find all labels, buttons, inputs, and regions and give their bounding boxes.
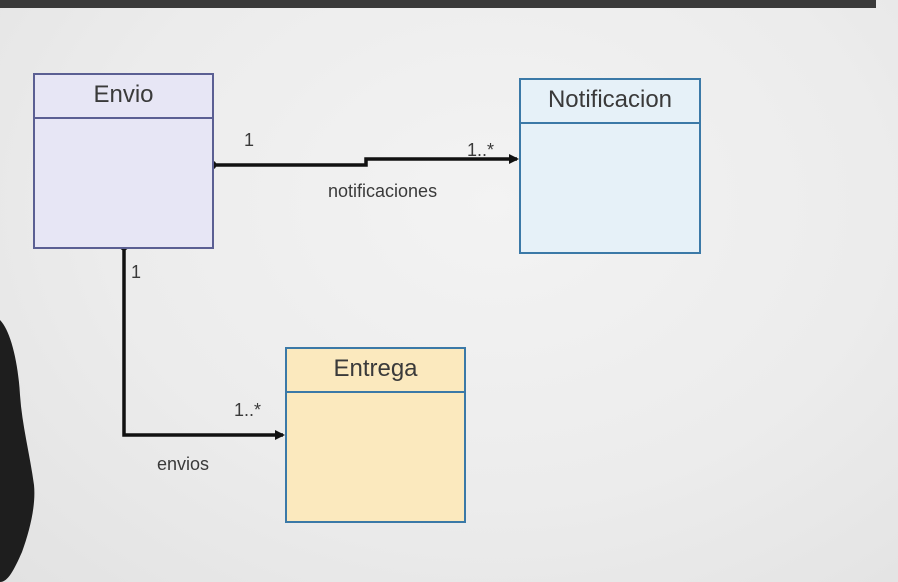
class-notificacion-name: Notificacion [521,80,699,124]
class-entrega[interactable]: Entrega [285,347,466,523]
envios-target-multiplicity: 1..* [234,400,262,420]
notificaciones-association-line [212,154,519,167]
notificaciones-association-label: notificaciones [328,181,438,201]
envios-association-line [122,246,285,440]
class-envio[interactable]: Envio [33,73,214,249]
notificaciones-target-multiplicity: 1..* [467,140,495,160]
notificaciones-source-multiplicity: 1 [244,130,255,150]
envios-association-label: envios [157,454,210,474]
envios-source-multiplicity: 1 [131,262,142,282]
class-entrega-name: Entrega [287,349,464,393]
video-top-bar [0,0,876,8]
class-notificacion[interactable]: Notificacion [519,78,701,254]
class-envio-name: Envio [35,75,212,119]
